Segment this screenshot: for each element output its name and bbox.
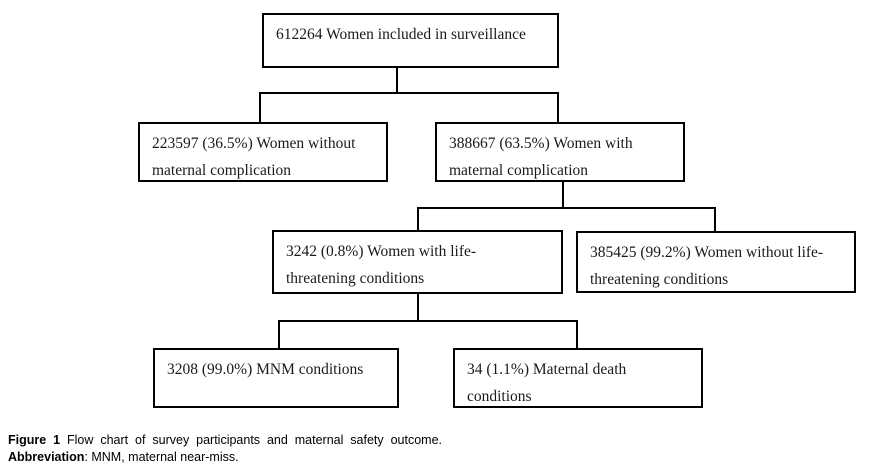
node-life-threatening: 3242 (0.8%) Women with life- threatening… bbox=[272, 230, 563, 294]
node-mnm-conditions: 3208 (99.0%) MNM conditions bbox=[153, 348, 399, 408]
connector-drop-mnm bbox=[278, 320, 280, 348]
node-with-complication: 388667 (63.5%) Women with maternal compl… bbox=[435, 122, 685, 182]
connector-top-stem bbox=[396, 68, 398, 93]
node-text: threatening conditions bbox=[590, 271, 729, 288]
node-text: 223597 (36.5%) Women without bbox=[152, 135, 356, 152]
connector-drop-maternal-death bbox=[576, 320, 578, 348]
connector-drop-life-threatening bbox=[417, 207, 419, 231]
node-text: conditions bbox=[467, 388, 532, 405]
node-without-complication: 223597 (36.5%) Women without maternal co… bbox=[138, 122, 388, 182]
node-surveillance: 612264 Women included in surveillance bbox=[262, 13, 559, 68]
connector-bottom-rail bbox=[278, 320, 578, 322]
connector-top-rail bbox=[260, 92, 559, 94]
figure-caption-text: Flow chart of survey participants and ma… bbox=[67, 433, 442, 447]
node-text: 388667 (63.5%) Women with bbox=[449, 135, 633, 152]
figure-caption: Figure 1 Flow chart of survey participan… bbox=[8, 432, 442, 465]
connector-drop-without-life-threatening bbox=[714, 207, 716, 231]
node-text: 612264 Women included in surveillance bbox=[276, 26, 526, 43]
node-without-life-threatening: 385425 (99.2%) Women without life- threa… bbox=[576, 231, 856, 293]
node-text: threatening conditions bbox=[286, 270, 425, 287]
abbreviation-label: Abbreviation bbox=[8, 449, 85, 464]
connector-life-threatening-stem bbox=[417, 294, 419, 321]
abbreviation-text: : MNM, maternal near-miss. bbox=[84, 449, 239, 464]
node-text: 3208 (99.0%) MNM conditions bbox=[167, 361, 364, 378]
caption-abbreviation-line: Abbreviation: MNM, maternal near-miss. bbox=[8, 449, 442, 466]
node-maternal-death: 34 (1.1%) Maternal death conditions bbox=[453, 348, 703, 408]
connector-drop-with-complication bbox=[557, 92, 559, 122]
connector-drop-without-complication bbox=[259, 92, 261, 122]
node-text: 34 (1.1%) Maternal death bbox=[467, 361, 627, 378]
node-text: maternal complication bbox=[449, 162, 589, 179]
node-text: maternal complication bbox=[152, 162, 292, 179]
node-text: 3242 (0.8%) Women with life- bbox=[286, 243, 477, 260]
caption-figure-line: Figure 1 Flow chart of survey participan… bbox=[8, 432, 442, 449]
node-text: 385425 (99.2%) Women without life- bbox=[590, 244, 824, 261]
connector-mid-rail bbox=[418, 207, 716, 209]
figure-number-label: Figure 1 bbox=[8, 433, 61, 447]
connector-with-complication-stem bbox=[562, 182, 564, 208]
